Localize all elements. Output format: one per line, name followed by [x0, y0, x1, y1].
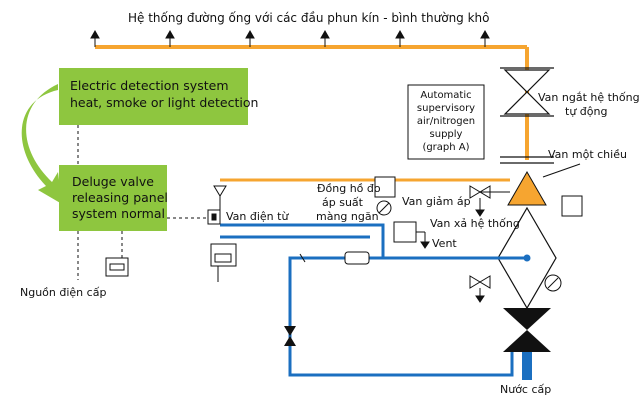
- pressure-gauge-label-2: áp suất: [322, 196, 364, 209]
- pressure-reducing-valve-icon: [393, 221, 430, 249]
- diagram-title: Hệ thống đường ống với các đầu phun kín …: [128, 11, 490, 25]
- flow-arrow-icon: [21, 84, 62, 204]
- pressure-gauge-label-3: màng ngăn: [316, 210, 379, 223]
- check-valve-leader: [542, 163, 581, 178]
- check-valve-icon: [507, 170, 547, 206]
- sprinkler-heads: [90, 29, 490, 47]
- shutoff-valve-label: Van ngắt hệ thống: [538, 91, 640, 104]
- detection-line-1: Electric detection system: [70, 78, 229, 93]
- sprinkler-head-icon: [320, 29, 330, 47]
- drain-label: Van xả hệ thống: [430, 217, 520, 230]
- signal-lines: [77, 125, 210, 280]
- supply-line-1: Automatic: [420, 90, 471, 101]
- deluge-panel-box: [59, 165, 167, 231]
- trim-isolation-valve-icon: [284, 326, 296, 346]
- supply-line-2: supervisory: [417, 103, 475, 114]
- main-water-valve-icon: [503, 308, 551, 352]
- sprinkler-head-icon: [480, 29, 490, 47]
- flange-lines: [500, 156, 554, 164]
- sprinkler-head-icon: [165, 29, 175, 47]
- check-valve-label: Van một chiều: [548, 148, 627, 161]
- water-supply-label: Nước cấp: [500, 383, 551, 396]
- alarm-switch-icon: [561, 195, 583, 217]
- solenoid-label: Van điện từ: [226, 210, 289, 223]
- sprinkler-head-icon: [245, 29, 255, 47]
- release-device-icon: [210, 243, 237, 282]
- deluge-line-3: system normal: [72, 206, 165, 221]
- supply-line-5: (graph A): [422, 142, 469, 153]
- pressure-reducer-label: Van giảm áp: [402, 195, 471, 208]
- deluge-line-2: releasing panel: [72, 190, 168, 205]
- power-supply-label: Nguồn điện cấp: [20, 286, 106, 299]
- pressure-gauge-icon: [376, 200, 392, 216]
- lower-drain-valve-icon: [469, 275, 491, 303]
- trim-connection-dot: [523, 254, 531, 262]
- water-supply-pipe: [522, 352, 532, 380]
- air-supply-box: [407, 84, 485, 160]
- power-supply-icon: [105, 257, 129, 277]
- sprinkler-head-icon: [90, 29, 100, 47]
- sprinkler-head-icon: [395, 29, 405, 47]
- supply-line-4: supply: [430, 129, 463, 140]
- vent-label: Vent: [432, 237, 457, 250]
- pressure-gauge-label-1: Đồng hồ đo: [317, 182, 381, 195]
- shutoff-valve-label-2: tự động: [565, 105, 607, 118]
- strainer-icon: [299, 251, 370, 265]
- detection-system-box: [59, 68, 248, 125]
- solenoid-valve-icon: [207, 185, 227, 225]
- automatic-shutoff-valve-icon: [500, 67, 554, 117]
- supervisory-switch-icon: [374, 176, 396, 198]
- deluge-line-1: Deluge valve: [72, 174, 154, 189]
- supply-line-3: air/nitrogen: [417, 116, 475, 127]
- detection-line-2: heat, smoke or light detection: [70, 95, 258, 110]
- drain-valve-icon: [469, 185, 510, 217]
- water-pressure-gauge-icon: [544, 274, 562, 292]
